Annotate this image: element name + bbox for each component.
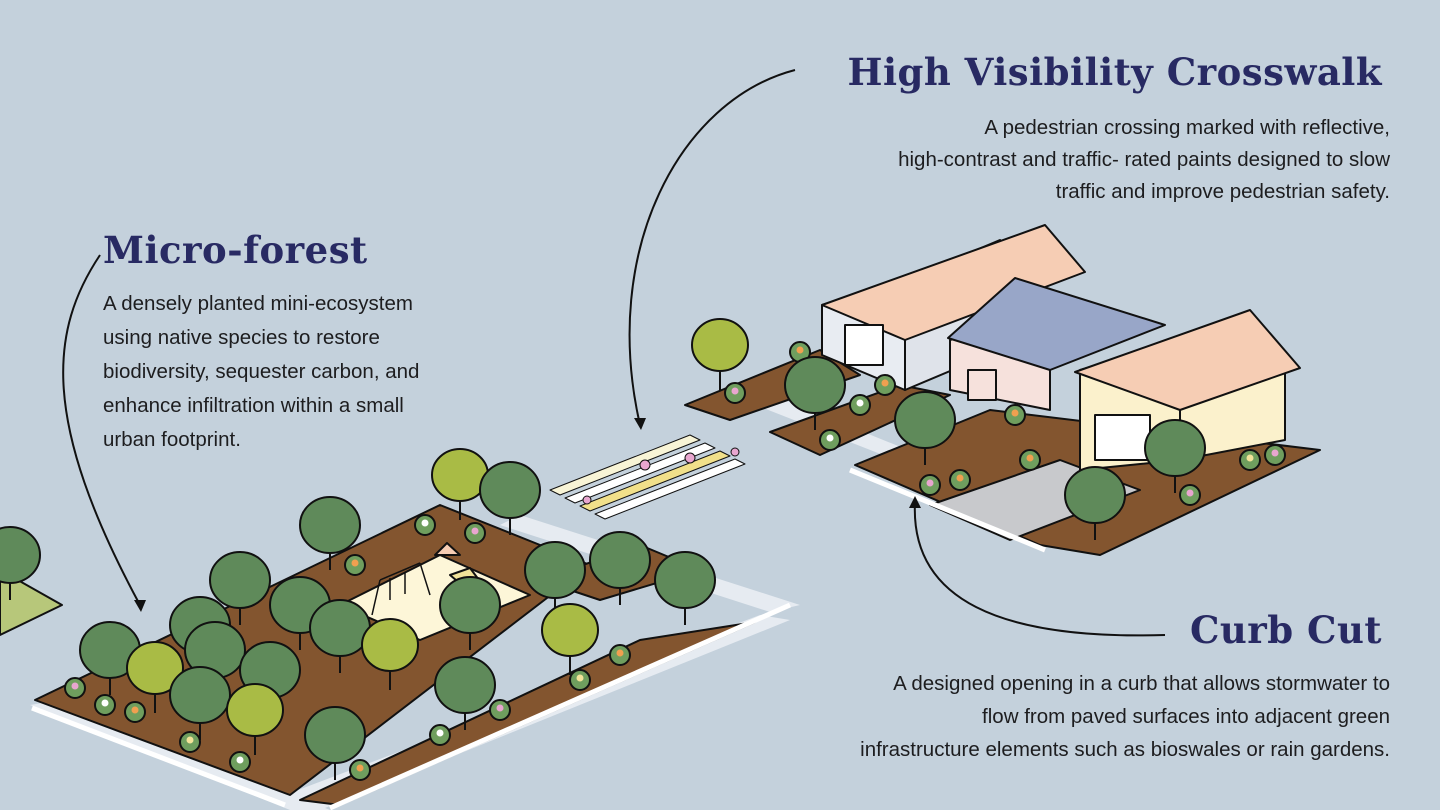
shrub-flowers: [576, 674, 584, 682]
tree-canopy: [894, 391, 956, 449]
description-line: using native species to restore: [103, 326, 380, 349]
crosswalk-arrow: [628, 69, 796, 426]
micro-forest-arrow: [62, 254, 141, 606]
description-line: enhance infiltration within a small: [103, 394, 404, 417]
tree-canopy: [1144, 419, 1206, 477]
tree-canopy: [524, 541, 586, 599]
lawn-patch: [0, 569, 63, 636]
shrub-flowers: [616, 649, 624, 657]
description-line: A densely planted mini-ecosystem: [103, 292, 413, 315]
micro-forest-description: A densely planted mini-ecosystem using n…: [103, 287, 419, 457]
tree-canopy: [434, 656, 496, 714]
crosswalk-title: High Visibility Crosswalk: [847, 50, 1382, 94]
tree-canopy: [126, 641, 184, 695]
curb-cut-description: A designed opening in a curb that allows…: [860, 667, 1390, 766]
shrub-flowers: [956, 474, 964, 482]
tree-canopy: [361, 618, 419, 672]
play-tower-roof: [434, 542, 461, 556]
tree-canopy: [226, 683, 284, 737]
crosswalk-description: A pedestrian crossing marked with reflec…: [898, 112, 1390, 208]
shrub-flowers: [101, 699, 109, 707]
curb: [849, 467, 1046, 553]
shrub-flowers: [856, 399, 864, 407]
description-line: flow from paved surfaces into adjacent g…: [982, 705, 1390, 728]
shrub-flowers: [826, 434, 834, 442]
garage-door: [1094, 414, 1151, 461]
tree-canopy: [589, 531, 651, 589]
shrub-flowers: [421, 519, 429, 527]
shrub-flowers: [496, 704, 504, 712]
shrub-flowers: [1026, 454, 1034, 462]
shrub-flowers: [731, 387, 739, 395]
shrub-flowers: [1271, 449, 1279, 457]
description-line: A pedestrian crossing marked with reflec…: [984, 116, 1390, 139]
tree-canopy: [309, 599, 371, 657]
tree-canopy: [691, 318, 749, 372]
shrub-flowers: [1246, 454, 1254, 462]
micro-forest-title: Micro-forest: [103, 228, 368, 272]
shrub-flowers: [1011, 409, 1019, 417]
tree-canopy: [299, 496, 361, 554]
description-line: infrastructure elements such as bioswale…: [860, 738, 1390, 761]
shrub-flowers: [881, 379, 889, 387]
description-line: biodiversity, sequester carbon, and: [103, 360, 420, 383]
shrub-flowers: [186, 736, 194, 744]
tree-canopy: [1064, 466, 1126, 524]
curb-cut-title: Curb Cut: [1189, 608, 1382, 652]
description-line: urban footprint.: [103, 428, 241, 451]
arrowhead-icon: [134, 600, 146, 612]
tree-canopy: [439, 576, 501, 634]
description-line: A designed opening in a curb that allows…: [893, 672, 1390, 695]
description-line: traffic and improve pedestrian safety.: [1055, 180, 1390, 203]
shrub-flowers: [796, 346, 804, 354]
description-line: high-contrast and traffic- rated paints …: [898, 148, 1390, 171]
crosswalk: [549, 434, 746, 520]
tree-canopy: [169, 666, 231, 724]
curb: [31, 705, 286, 808]
curb-cut-arrow: [913, 501, 1166, 637]
window: [844, 324, 884, 366]
tree-canopy: [304, 706, 366, 764]
shrub-flowers: [356, 764, 364, 772]
shrub-flowers: [1186, 489, 1194, 497]
shrub-flowers: [236, 756, 244, 764]
shrub-flowers: [926, 479, 934, 487]
swing-set: [371, 562, 431, 616]
tree-canopy: [654, 551, 716, 609]
shrub-flowers: [351, 559, 359, 567]
arrowhead-icon: [909, 496, 921, 508]
shrub-flowers: [436, 729, 444, 737]
shrub-flowers: [471, 527, 479, 535]
curb: [328, 602, 792, 810]
arrowhead-icon: [634, 418, 646, 430]
tree-canopy: [479, 461, 541, 519]
house-middle: [947, 277, 1166, 411]
tree-canopy: [0, 526, 41, 584]
shrub-flowers: [131, 706, 139, 714]
shrub-flowers: [71, 682, 79, 690]
tree-canopy: [209, 551, 271, 609]
tree-canopy: [784, 356, 846, 414]
tree-canopy: [541, 603, 599, 657]
